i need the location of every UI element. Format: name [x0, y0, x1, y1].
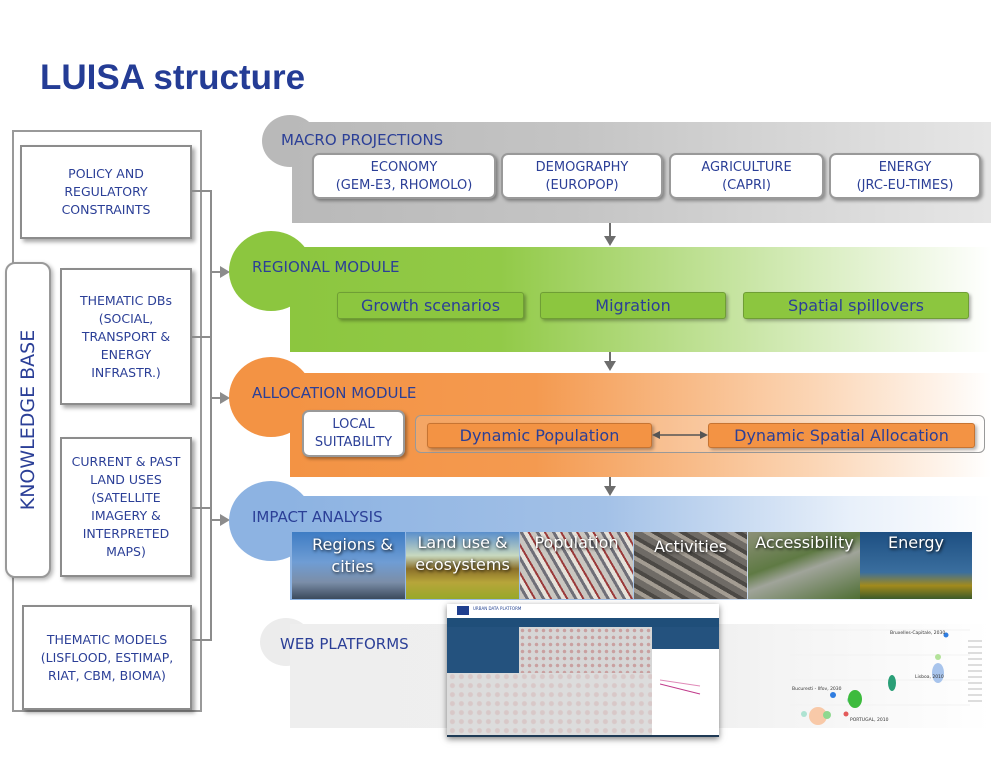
connector [192, 507, 212, 509]
tile-label: Land use & ecosystems [415, 533, 510, 574]
panel-header [652, 627, 719, 649]
tile-activities: Activities [634, 532, 747, 599]
arrow-right-icon [220, 266, 230, 278]
kb-box-policy: POLICY AND REGULATORY CONSTRAINTS [20, 145, 192, 239]
connector [210, 271, 222, 273]
page-title: LUISA structure [40, 58, 306, 97]
kb-box-land-uses: CURRENT & PAST LAND USES (SATELLITE IMAG… [60, 437, 192, 577]
macro-box-energy: ENERGY (JRC-EU-TIMES) [829, 153, 981, 199]
tile-regions-cities: Regions & cities [292, 532, 405, 599]
bubble [830, 692, 836, 698]
connector-vertical [210, 190, 212, 640]
box-sub: (JRC-EU-TIMES) [856, 178, 954, 193]
box-sub: (GEM-E3, RHOMOLO) [335, 178, 473, 193]
mini-line-chart [660, 679, 701, 695]
arrow-right-icon [220, 514, 230, 526]
macro-box-agriculture: AGRICULTURE (CAPRI) [669, 153, 824, 199]
knowledge-base-label: KNOWLEDGE BASE [17, 329, 39, 511]
box-title: ECONOMY [370, 160, 438, 175]
scatter-label: Bruxelles-Capitale, 2030 [890, 630, 945, 636]
kb-box-thematic-dbs: THEMATIC DBs (SOCIAL, TRANSPORT & ENERGY… [60, 268, 192, 405]
screenshot-title: URBAN DATA PLATFORM [473, 606, 522, 611]
bubble [848, 690, 862, 708]
allocation-label: ALLOCATION MODULE [252, 384, 417, 402]
web-platform-screenshot[interactable]: URBAN DATA PLATFORM [447, 604, 719, 737]
web-label: WEB PLATFORMS [280, 635, 409, 653]
box-title: DEMOGRAPHY [535, 160, 629, 175]
bubble [888, 675, 896, 691]
arrow-right-icon [220, 392, 230, 404]
bubble [843, 711, 849, 717]
scatter-label: Lisboa, 2010 [915, 674, 944, 680]
connector [192, 190, 212, 192]
screenshot-map [447, 673, 652, 735]
local-suitability-label: LOCAL SUITABILITY [314, 417, 393, 450]
regional-box-growth: Growth scenarios [337, 292, 524, 319]
scatter-label: Bucuresti - Ilfov, 2030 [792, 686, 842, 692]
screenshot-sidebar [447, 627, 519, 673]
tile-label: Population [534, 533, 619, 552]
dynamic-spatial-allocation-box: Dynamic Spatial Allocation [708, 423, 975, 448]
bubble [801, 711, 807, 717]
arrow-down-icon [604, 361, 616, 371]
box-title: ENERGY [878, 160, 932, 175]
connector [192, 639, 212, 641]
tile-energy: Energy [860, 532, 972, 599]
tile-label: Activities [654, 537, 727, 556]
bubble [809, 707, 827, 725]
box-sub: (CAPRI) [722, 178, 771, 193]
knowledge-base-label-box: KNOWLEDGE BASE [5, 262, 51, 578]
tile-population: Population [520, 532, 633, 599]
flow-line [609, 352, 611, 362]
tile-label: Regions & cities [312, 535, 393, 576]
flow-line [609, 477, 611, 487]
macro-label: MACRO PROJECTIONS [281, 131, 444, 149]
arrow-down-icon [604, 236, 616, 246]
regional-label: REGIONAL MODULE [252, 258, 400, 276]
screenshot-navbar [447, 618, 719, 627]
box-title: AGRICULTURE [701, 160, 792, 175]
regional-box-spillovers: Spatial spillovers [743, 292, 969, 319]
connector [210, 397, 222, 399]
box-sub: (EUROPOP) [545, 178, 619, 193]
double-arrow-icon [652, 431, 708, 439]
scatter-label: PORTUGAL, 2010 [850, 717, 889, 723]
bubble [932, 663, 944, 683]
screenshot-map-top [519, 627, 652, 673]
tile-label: Accessibility [755, 533, 854, 552]
impact-label: IMPACT ANALYSIS [252, 508, 383, 526]
dynamic-population-box: Dynamic Population [427, 423, 652, 448]
bubble [943, 632, 949, 638]
tile-label: Energy [887, 533, 944, 552]
kb-box-thematic-models: THEMATIC MODELS (LISFLOOD, ESTIMAP, RIAT… [22, 605, 192, 710]
bubble [935, 654, 941, 660]
eu-flag-icon [457, 606, 469, 615]
tile-land-use: Land use & ecosystems [406, 532, 519, 599]
regional-box-migration: Migration [540, 292, 726, 319]
screenshot-footer [447, 735, 719, 737]
screenshot-header: URBAN DATA PLATFORM [447, 604, 719, 618]
flow-line [609, 223, 611, 237]
arrow-down-icon [604, 486, 616, 496]
tile-accessibility: Accessibility [748, 532, 861, 599]
local-suitability-box: LOCAL SUITABILITY [302, 410, 405, 457]
bubble-chart-thumbnail: Bruxelles-Capitale, 2030 Bucuresti - Ilf… [790, 629, 982, 725]
screenshot-panel [652, 627, 719, 735]
connector [192, 336, 212, 338]
bubble [823, 711, 831, 719]
macro-box-economy: ECONOMY (GEM-E3, RHOMOLO) [312, 153, 496, 199]
macro-box-demography: DEMOGRAPHY (EUROPOP) [501, 153, 663, 199]
connector [210, 519, 222, 521]
